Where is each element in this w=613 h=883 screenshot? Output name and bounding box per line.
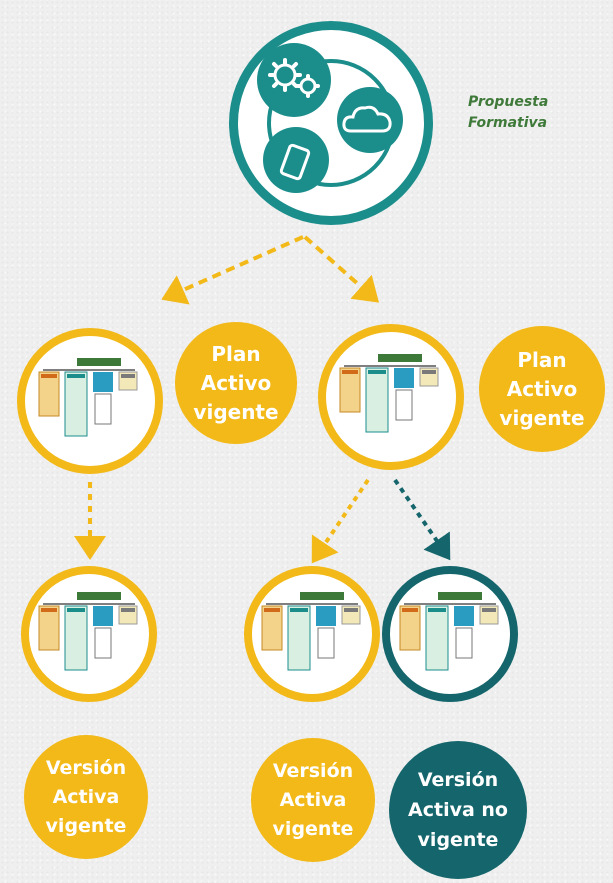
hub-graphic — [257, 43, 403, 193]
label-line: Activo — [506, 376, 578, 401]
plan-activo-vigente-left: Plan Activo vigente — [175, 322, 297, 444]
label-line: Activo — [200, 370, 272, 395]
propuesta-line-1: Propuesta — [468, 94, 549, 110]
label-line: Versión — [272, 759, 354, 782]
label-line: vigente — [272, 817, 354, 840]
label-line: vigente — [45, 814, 127, 837]
label-line: Versión — [45, 756, 127, 779]
version-node-3 — [382, 566, 518, 702]
arrow-right-plan-to-version-active — [311, 478, 370, 564]
label-line: vigente — [193, 399, 279, 424]
mobile-phone-icon — [263, 127, 329, 193]
arrow-hub-to-right-plan — [303, 235, 379, 303]
label-line: Versión — [417, 769, 499, 791]
cloud-icon — [337, 87, 403, 153]
version-activa-no-vigente: Versión Activa no vigente — [389, 741, 527, 879]
version-node-2 — [244, 566, 380, 702]
arrow-right-plan-to-version-inactive — [393, 478, 451, 561]
plan-activo-vigente-right: Plan Activo vigente — [479, 326, 605, 452]
label-line: vigente — [417, 829, 499, 851]
plan-node-left — [17, 328, 163, 474]
org-chart-icon — [399, 592, 499, 671]
propuesta-line-2: Formativa — [468, 115, 548, 131]
org-chart-icon — [339, 354, 439, 433]
arrow-hub-to-left-plan — [161, 235, 304, 305]
label-line: Activa no — [408, 799, 508, 821]
plan-node-right — [318, 324, 464, 470]
gears-icon — [257, 43, 331, 117]
label-line: Plan — [517, 347, 567, 372]
version-node-1 — [21, 566, 157, 702]
version-activa-vigente-2: Versión Activa vigente — [251, 738, 375, 862]
label-line: Plan — [211, 341, 261, 366]
org-chart-icon — [38, 592, 138, 671]
label-line: vigente — [499, 405, 585, 430]
propuesta-hub — [229, 21, 433, 225]
org-chart-icon — [261, 592, 361, 671]
label-line: Activa — [52, 785, 120, 808]
label-line: Activa — [279, 788, 347, 811]
org-chart-icon — [38, 358, 138, 437]
propuesta-formativa-label: Propuesta Formativa — [468, 92, 588, 134]
version-activa-vigente-1: Versión Activa vigente — [24, 735, 148, 859]
